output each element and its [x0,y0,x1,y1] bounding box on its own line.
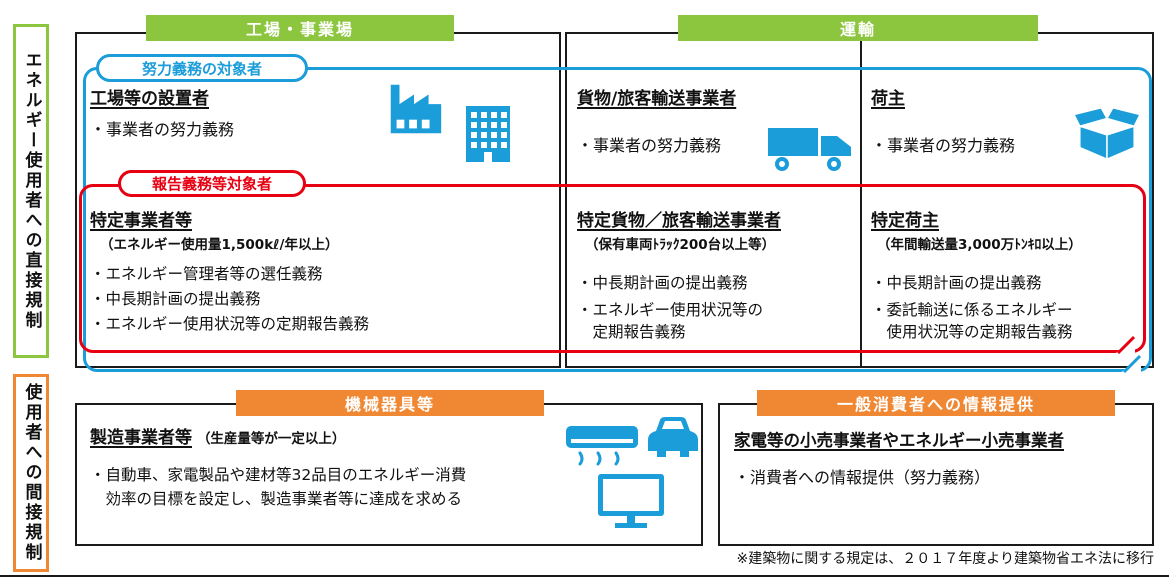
factory-effort-note: ・事業者の努力義務 [90,120,235,139]
factory-header: 工場・事業場 [146,15,454,41]
specified-shipper-title: 特定荷主 [871,211,939,231]
specified-business-title: 特定事業者等 [90,211,192,231]
specified-business-threshold: （エネルギー使用量1,500kℓ/年以上） [100,237,339,253]
factory-panel [75,32,561,368]
specified-carrier-title: 特定貨物／旅客輸送事業者 [577,211,781,231]
transport-column-divider [860,34,862,366]
shipper-effort-title: 荷主 [871,89,905,109]
open-box-icon [1074,106,1140,161]
manufacturer-title-row: 製造事業者等 （生産量等が一定以上） [90,428,345,449]
manufacturer-title: 製造事業者等 [90,428,192,448]
carrier-effort-title: 貨物/旅客輸送事業者 [577,89,737,109]
specified-shipper-threshold: （年間輸送量3,000万ﾄﾝｷﾛ以上） [877,237,1082,253]
specified-carrier-threshold: （保有車両ﾄﾗｯｸ200台以上等） [585,237,776,253]
effort-pill: 努力義務の対象者 [96,54,308,82]
shipper-effort-note: ・事業者の努力義務 [871,136,1016,155]
manufacturer-line: ・自動車、家電製品や建材等32品目のエネルギー消費 [90,466,467,484]
transport-panel [565,32,1154,368]
direct-regulation-rail: エネルギー使用者への直接規制 [13,24,49,358]
bottom-divider [0,575,1169,577]
manufacturer-title-note: （生産量等が一定以上） [196,431,346,447]
building-law-footnote: ※建築物に関する規定は、２０１７年度より建築物省エネ法に移行 [736,551,1154,567]
specified-carrier-line: 定期報告義務 [577,323,686,341]
specified-business-line: ・中長期計画の提出義務 [90,290,261,308]
specified-shipper-line: ・委託輸送に係るエネルギー [871,301,1073,319]
factory-effort-title: 工場等の設置者 [90,89,209,109]
carrier-effort-note: ・事業者の努力義務 [577,136,722,155]
specified-carrier-line: ・中長期計画の提出義務 [577,274,748,292]
report-pill: 報告義務等対象者 [118,170,306,197]
office-building-icon [466,106,510,162]
indirect-regulation-rail: 使用者への間接規制 [13,374,49,572]
monitor-icon [598,474,664,528]
specified-business-line: ・エネルギー使用状況等の定期報告義務 [90,315,370,333]
factory-icon [390,84,442,134]
car-icon [648,417,698,457]
specified-shipper-line: ・中長期計画の提出義務 [871,274,1042,292]
specified-carrier-line: ・エネルギー使用状況等の [577,301,764,319]
consumer-info-header: 一般消費者への情報提供 [757,390,1115,416]
truck-icon [768,128,851,171]
transport-header: 運輸 [678,15,1038,41]
machinery-header: 機械器具等 [236,390,544,416]
specified-shipper-line: 使用状況等の定期報告義務 [871,323,1073,341]
manufacturer-line: 効率の目標を設定し、製造事業者等に達成を求める [90,490,463,508]
specified-business-line: ・エネルギー管理者等の選任義務 [90,265,323,283]
air-conditioner-icon [566,426,638,466]
retailer-title: 家電等の小売事業者やエネルギー小売事業者 [734,431,1064,450]
retailer-line: ・消費者への情報提供（努力義務） [734,468,991,487]
